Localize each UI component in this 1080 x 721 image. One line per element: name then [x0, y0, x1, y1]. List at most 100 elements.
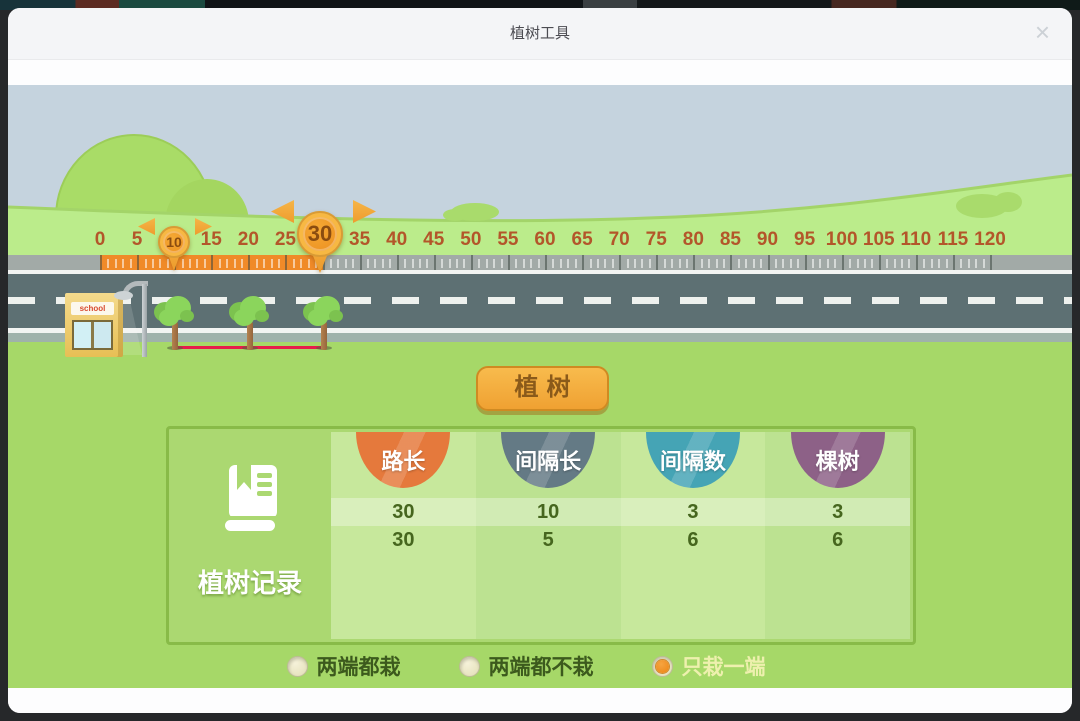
road-center-dashed-line [8, 297, 1072, 304]
ruler-label: 75 [645, 229, 667, 250]
ruler-tick [485, 259, 488, 268]
ruler-tick [240, 259, 243, 268]
ruler-tick [337, 259, 340, 268]
ruler-tick [411, 259, 414, 268]
ruler-tick [507, 255, 510, 270]
ruler-tick [315, 259, 318, 268]
ruler-label: 105 [862, 229, 895, 250]
ruler-tick [137, 255, 140, 270]
ruler-tick [196, 259, 199, 268]
ruler-label: 55 [497, 229, 519, 250]
ruler-tick [878, 255, 881, 270]
record-cell: 3 [687, 501, 699, 523]
ruler-tick [938, 259, 941, 268]
ruler-tick [990, 255, 992, 270]
ruler-tick [930, 259, 933, 268]
ruler-tick [967, 259, 970, 268]
ruler-tick [144, 259, 147, 268]
ruler-tick [151, 259, 154, 268]
radio-icon-selected[interactable] [651, 655, 673, 677]
ruler-tick [634, 259, 636, 268]
ruler-label: 95 [794, 229, 816, 250]
ruler-label: 35 [349, 229, 371, 250]
ruler-tick [656, 255, 659, 270]
ruler-tick [233, 259, 236, 268]
ruler-tick [359, 255, 362, 270]
plant-trees-button[interactable]: 植树 [476, 366, 609, 411]
school-window [72, 320, 113, 350]
ruler-tick [352, 259, 355, 268]
ruler-tick [826, 259, 829, 268]
ruler-tick [515, 259, 518, 268]
ruler-tick [255, 259, 258, 268]
ruler-tick [426, 259, 429, 268]
option-plant-both-ends[interactable]: 两端都栽 [286, 651, 401, 681]
ruler-tick [671, 259, 674, 268]
ruler-label: 90 [756, 229, 779, 250]
road-edge-line-top [8, 270, 1072, 274]
ruler-label: 115 [937, 229, 969, 250]
ruler-tick [582, 255, 585, 270]
ruler-tick [300, 259, 303, 268]
ruler-label: 5 [131, 229, 143, 250]
ruler-tick [114, 259, 117, 268]
ruler-tick [389, 259, 392, 268]
ruler-tick [945, 259, 948, 268]
road-length-pin[interactable]: 30 [297, 211, 343, 273]
ruler-tick [975, 259, 978, 268]
ruler-tick [522, 259, 525, 268]
column-header-interval-count: 间隔数 [645, 432, 740, 488]
ruler-tick [263, 259, 266, 268]
ruler-tick [278, 259, 280, 268]
ruler-tick [404, 259, 407, 268]
ruler-tick [456, 259, 458, 268]
option-plant-one-end[interactable]: 只栽一端 [651, 651, 766, 681]
ruler-tick [248, 255, 251, 270]
ruler-tick [181, 259, 184, 268]
ruler-tick [589, 259, 592, 268]
ruler-tick [329, 259, 332, 268]
ruler-tick [952, 255, 955, 270]
ruler-tick [604, 259, 607, 268]
option-plant-neither-end[interactable]: 两端都不栽 [458, 651, 594, 681]
tree-icon [228, 296, 272, 350]
ruler-label: 45 [423, 229, 445, 250]
record-title: 植树记录 [197, 568, 302, 598]
ruler-label: 100 [825, 229, 858, 250]
ruler-label: 70 [608, 229, 630, 250]
dialog-titlebar: 植树工具 × [8, 8, 1072, 60]
ruler-tick [129, 259, 132, 268]
ruler-tick [782, 259, 785, 268]
ruler-tick [567, 259, 570, 268]
ruler-tick [189, 259, 191, 268]
ruler-tick [723, 259, 725, 268]
ruler-tick [923, 259, 926, 268]
interval-pin[interactable]: 10 [158, 226, 190, 272]
ruler-tick [344, 259, 347, 268]
ruler-tick [381, 259, 384, 268]
record-cell: 30 [392, 501, 415, 523]
ruler-tick [982, 259, 985, 268]
ruler-tick [700, 259, 703, 268]
record-cell: 10 [537, 501, 560, 523]
ruler-tick [478, 259, 481, 268]
ruler-tick [915, 255, 918, 270]
ruler-tick [886, 259, 889, 268]
record-cell: 30 [392, 529, 415, 551]
ruler-tick [774, 259, 777, 268]
radio-icon[interactable] [458, 655, 480, 677]
street-lamp-head [114, 291, 133, 300]
ruler-tick [396, 255, 399, 270]
road-curb [8, 333, 1072, 342]
ruler-tick [537, 259, 540, 268]
ruler-tick [470, 255, 473, 270]
record-cell: 6 [832, 529, 844, 551]
ruler-tick [122, 259, 125, 268]
radio-icon[interactable] [286, 655, 308, 677]
record-cell: 6 [687, 529, 699, 551]
record-column-headers: 路长 间隔长 间隔数 棵树 [331, 432, 910, 490]
close-icon[interactable]: × [1034, 17, 1050, 47]
